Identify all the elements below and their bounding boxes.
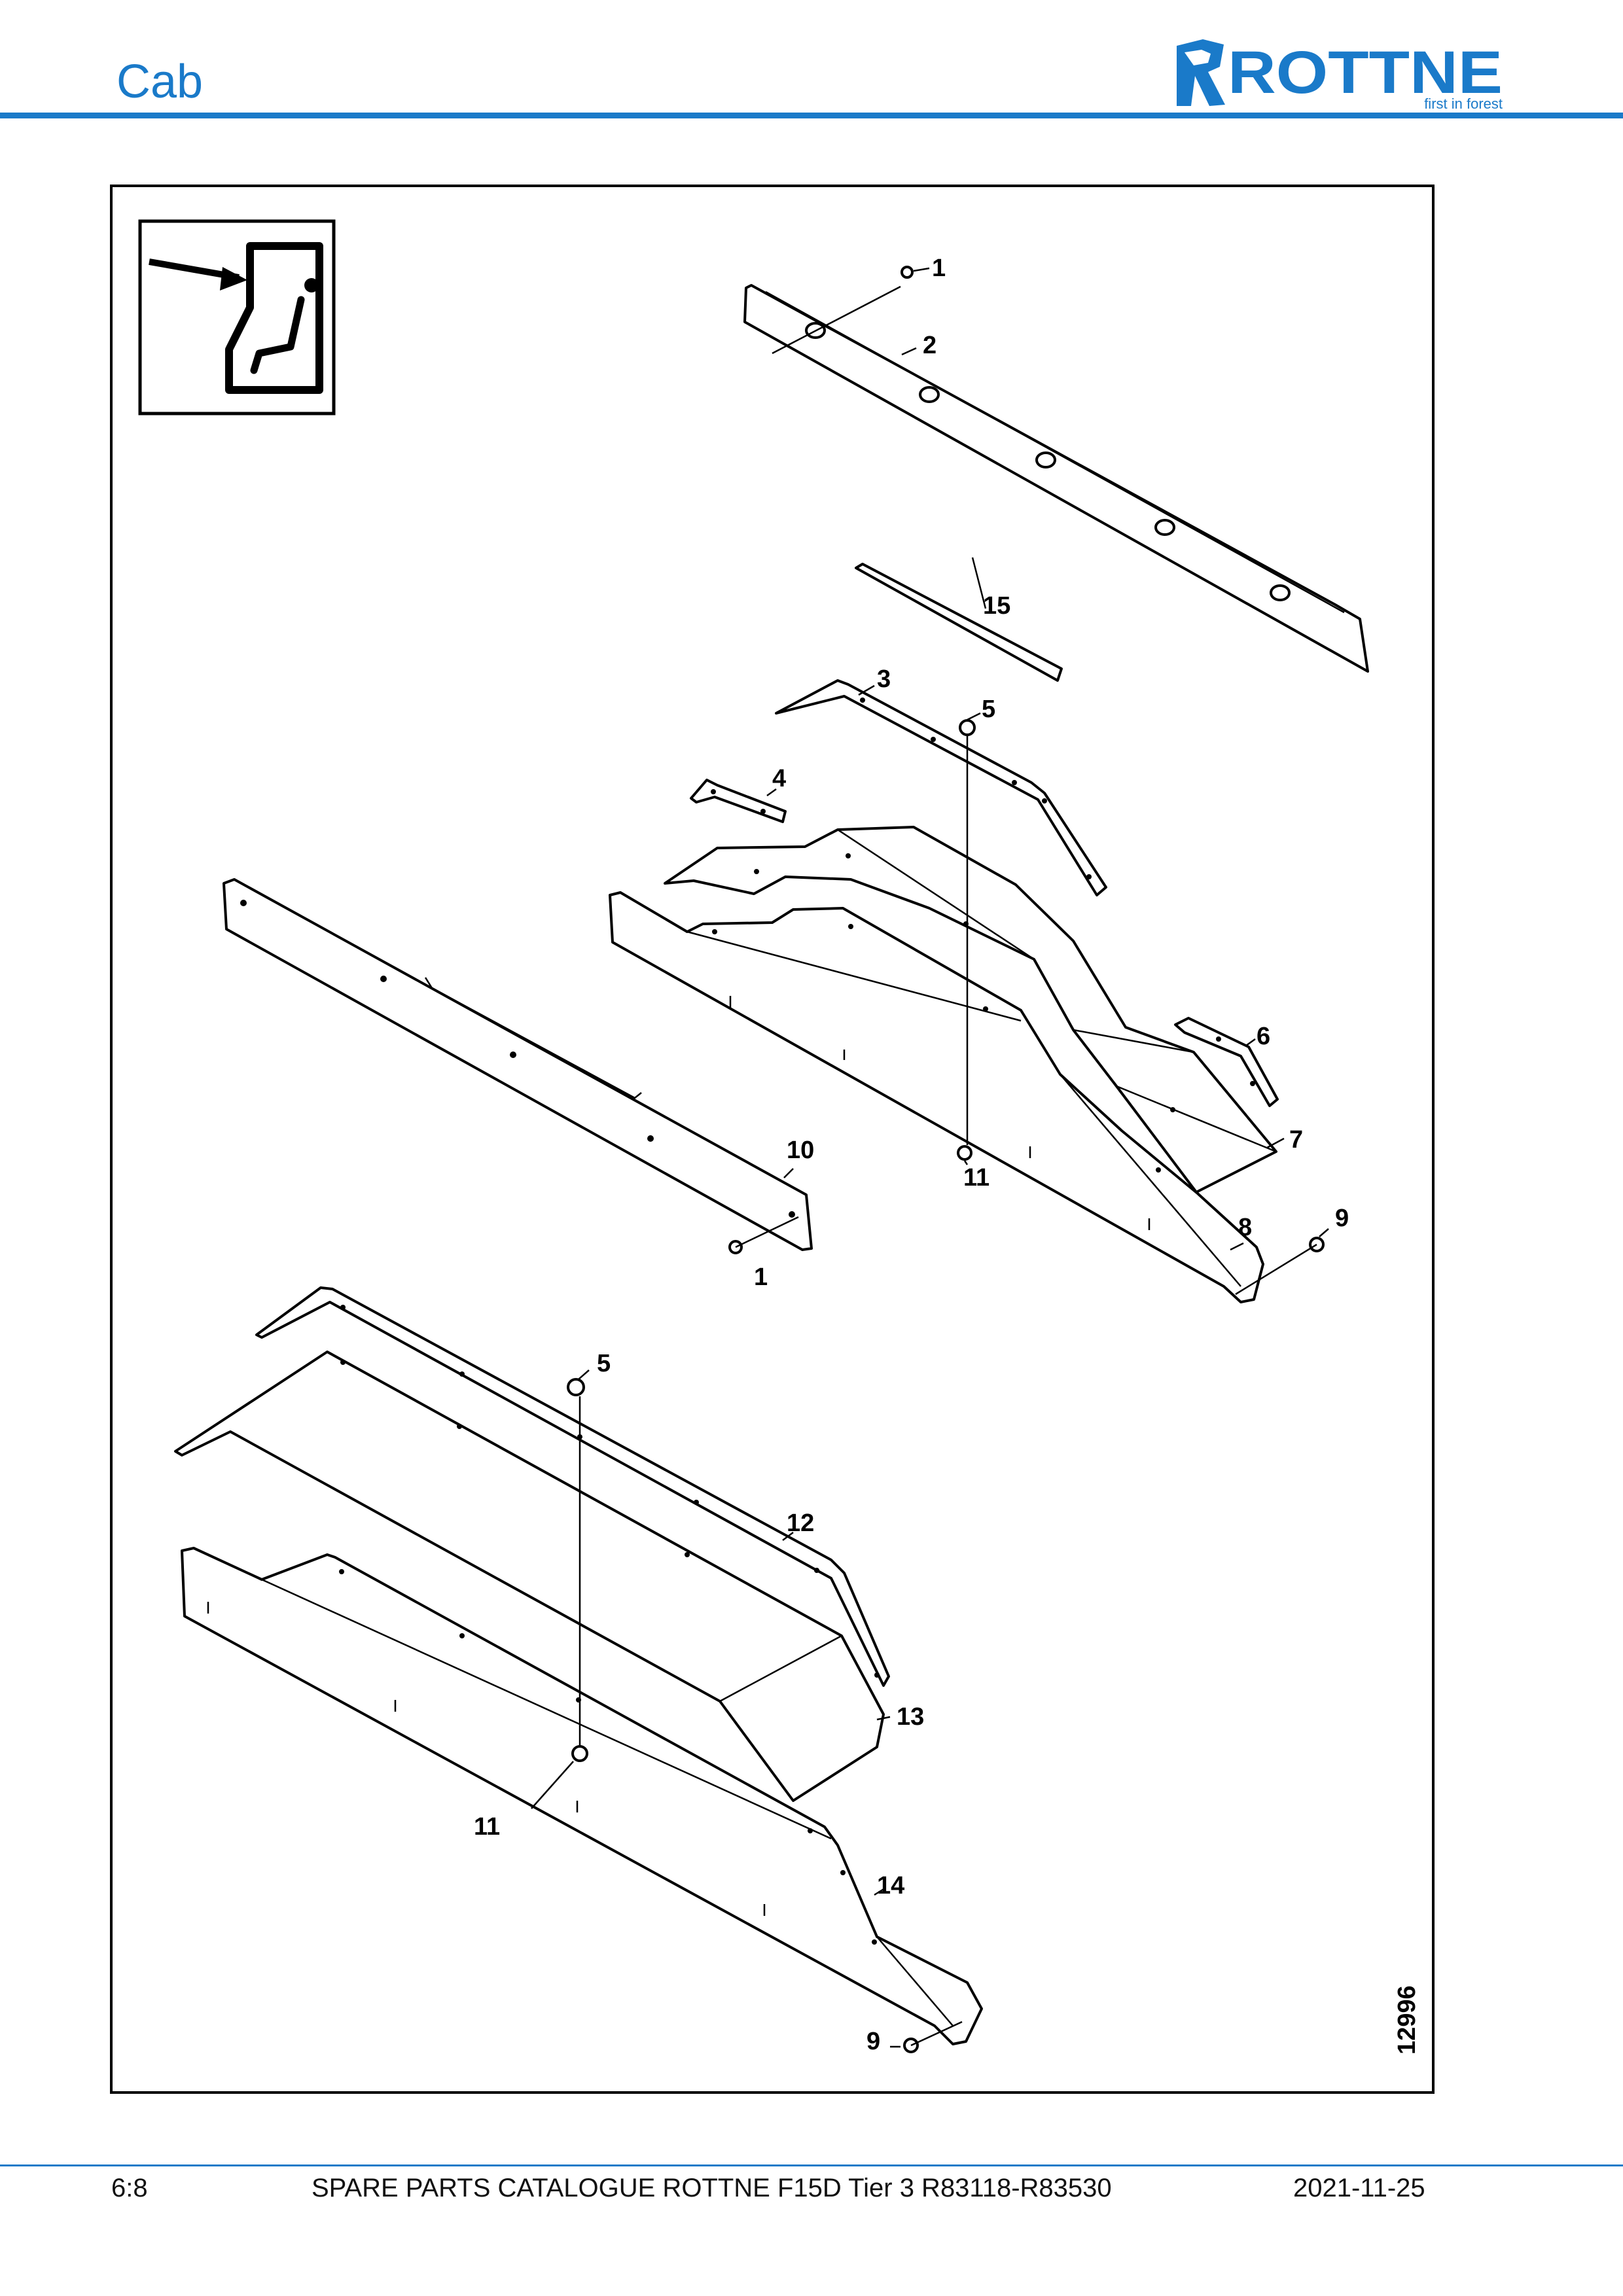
callout-12: 12 bbox=[787, 1510, 814, 1537]
cab-location-icon bbox=[138, 219, 336, 415]
drawing-frame bbox=[110, 185, 1435, 2094]
footer-divider bbox=[0, 2164, 1623, 2166]
page-number: 6:8 bbox=[111, 2174, 148, 2202]
part-10-plate bbox=[223, 878, 813, 1251]
callout-5: 5 bbox=[982, 696, 995, 723]
callout-11: 11 bbox=[963, 1164, 990, 1192]
callout-1: 1 bbox=[932, 255, 946, 282]
catalogue-date: 2021-11-25 bbox=[1293, 2174, 1425, 2202]
logo-tagline: first in forest bbox=[1424, 96, 1503, 111]
part-2-bracket bbox=[743, 284, 1369, 673]
drawing-number: 12996 bbox=[1393, 1985, 1421, 2055]
callout-10: 10 bbox=[787, 1137, 814, 1164]
callout-11: 11 bbox=[474, 1813, 500, 1841]
catalogue-title: SPARE PARTS CATALOGUE ROTTNE F15D Tier 3… bbox=[312, 2174, 1112, 2202]
callout-leaders bbox=[531, 267, 1329, 2048]
part-4-bracket bbox=[690, 779, 787, 823]
part-6-bracket bbox=[1174, 1017, 1279, 1107]
part-13-cover bbox=[174, 1351, 885, 1802]
callout-8: 8 bbox=[1238, 1214, 1252, 1241]
spacer-holes bbox=[805, 322, 1291, 601]
callout-4: 4 bbox=[772, 765, 786, 792]
callout-1: 1 bbox=[754, 1263, 768, 1291]
fastener-bolts bbox=[567, 266, 1325, 2053]
callout-7: 7 bbox=[1289, 1126, 1303, 1154]
rottne-logo: ROTTNE first in forest bbox=[1177, 39, 1503, 111]
logo-mark-icon bbox=[1177, 39, 1225, 106]
callout-9: 9 bbox=[866, 2028, 880, 2055]
page-title: Cab bbox=[116, 56, 204, 108]
part-12-bracket bbox=[255, 1286, 890, 1687]
part-8-side-plate bbox=[609, 891, 1264, 1303]
part-15-strip bbox=[855, 563, 1063, 682]
header-divider bbox=[0, 113, 1623, 118]
callout-3: 3 bbox=[877, 665, 891, 693]
callout-2: 2 bbox=[923, 332, 936, 359]
callout-14: 14 bbox=[877, 1872, 904, 1899]
callout-9: 9 bbox=[1335, 1205, 1349, 1232]
callout-6: 6 bbox=[1257, 1023, 1270, 1050]
part-3-bracket bbox=[775, 679, 1107, 896]
logo-text: ROTTNE bbox=[1228, 39, 1503, 106]
callout-13: 13 bbox=[897, 1703, 924, 1731]
part-callouts: 1 2 15 3 5 4 6 7 10 11 1 8 9 5 12 13 11 … bbox=[474, 255, 1349, 2055]
part-7-cover bbox=[664, 826, 1277, 1193]
callout-5: 5 bbox=[597, 1350, 611, 1377]
callout-15: 15 bbox=[983, 592, 1010, 620]
